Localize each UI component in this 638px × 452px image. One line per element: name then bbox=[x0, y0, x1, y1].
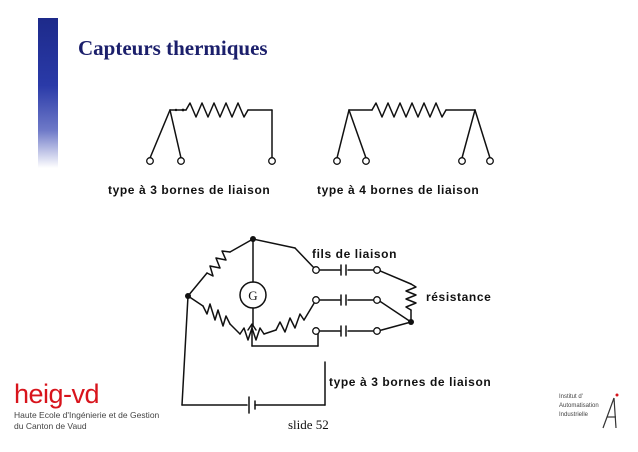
institute-name: Institut d' Automatisation Industrielle bbox=[559, 393, 599, 420]
label-resistance: résistance bbox=[426, 290, 491, 304]
resistor-icon bbox=[206, 250, 231, 277]
resistor-icon bbox=[371, 102, 447, 118]
sensor-4-terminals bbox=[336, 102, 491, 159]
institute-line2: Automatisation bbox=[559, 403, 599, 409]
heig-vd-subtitle-line2: du Canton de Vaud bbox=[14, 421, 87, 431]
resistor-icon bbox=[405, 283, 417, 311]
institute-logo-icon bbox=[602, 393, 619, 429]
heig-vd-subtitle-line1: Haute Ecole d'Ingénierie et de Gestion bbox=[14, 410, 160, 420]
slide-number: slide 52 bbox=[288, 417, 329, 432]
slide-title: Capteurs thermiques bbox=[78, 36, 268, 60]
heig-vd-logo: heig-vd bbox=[14, 379, 100, 409]
resistor-icon bbox=[202, 303, 231, 327]
institute-line3: Industrielle bbox=[559, 412, 589, 418]
wheatstone-bridge bbox=[181, 238, 417, 414]
resistor-icon bbox=[185, 102, 249, 118]
label-3-terminals-bottom: type à 3 bornes de liaison bbox=[329, 375, 491, 389]
label-3-terminals-top: type à 3 bornes de liaison bbox=[108, 183, 270, 197]
galvanometer-label: G bbox=[248, 288, 257, 303]
sensor-3-terminals-top bbox=[149, 102, 273, 159]
label-4-terminals: type à 4 bornes de liaison bbox=[317, 183, 479, 197]
resistor-icon bbox=[275, 313, 305, 333]
heig-vd-subtitle: Haute Ecole d'Ingénierie et de Gestion d… bbox=[14, 410, 159, 432]
accent-bar bbox=[38, 18, 58, 168]
terminal-icon bbox=[146, 157, 494, 335]
institute-line1: Institut d' bbox=[559, 394, 583, 400]
label-lead-wires: fils de liaison bbox=[312, 247, 397, 261]
junction-dots bbox=[174, 108, 414, 325]
institute-logo: Institut d' Automatisation Industrielle bbox=[556, 392, 622, 432]
